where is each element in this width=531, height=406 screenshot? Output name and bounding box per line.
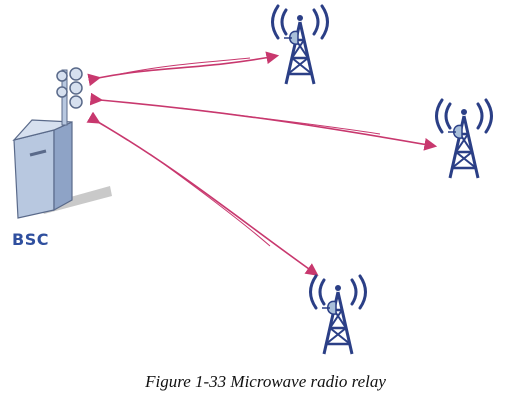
link-to-tower-bottom [86, 111, 319, 276]
figure-caption: Figure 1-33 Microwave radio relay [145, 372, 386, 391]
link-to-tower-top [87, 51, 280, 87]
microwave-link-icon [86, 51, 438, 276]
link-to-tower-right [89, 92, 438, 151]
bsc-cabinet-icon [12, 67, 112, 219]
bsc-label: BSC [12, 230, 49, 249]
radio-tower-icon [309, 274, 367, 356]
radio-tower-icon [271, 4, 329, 86]
radio-tower-icon [435, 98, 493, 180]
